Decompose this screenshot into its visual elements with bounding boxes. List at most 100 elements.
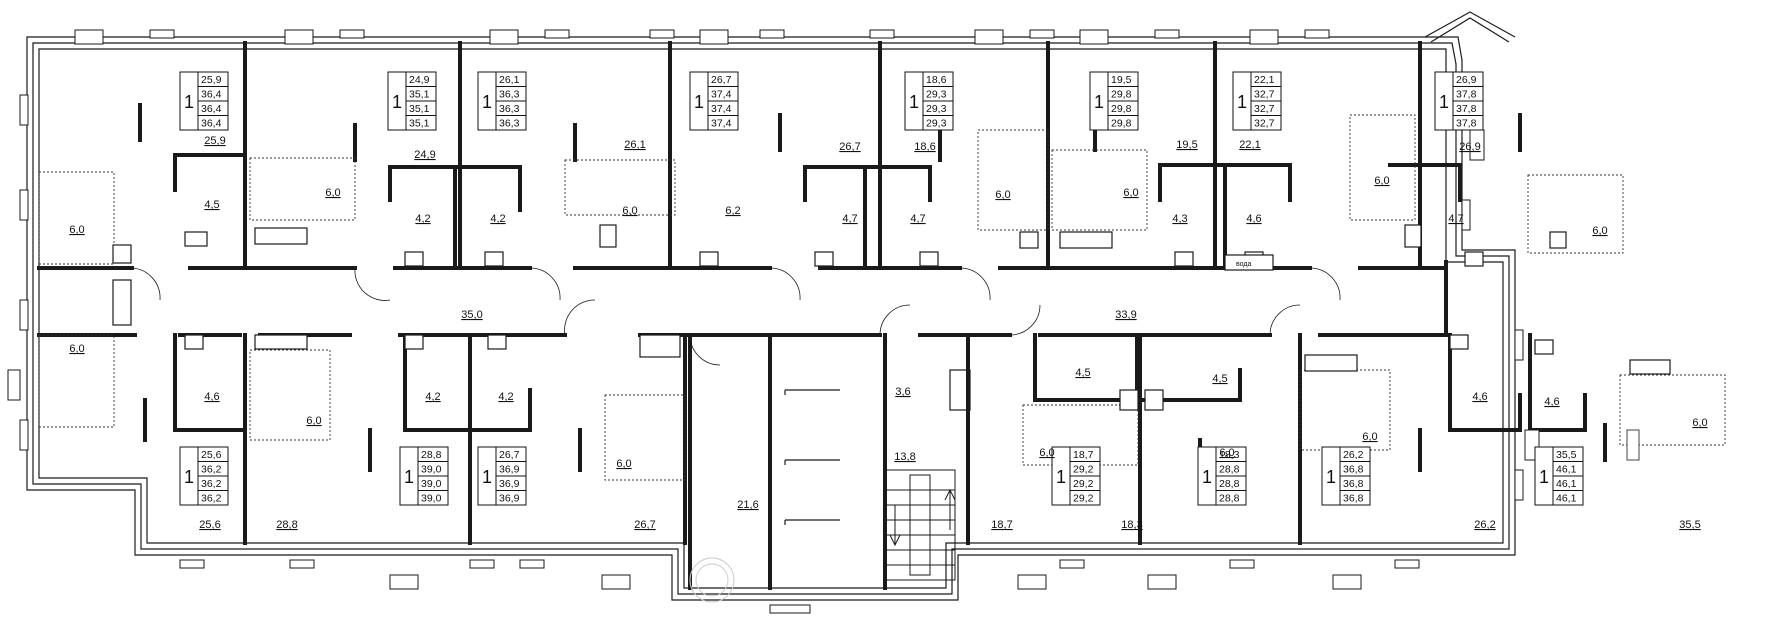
bathroom-area: 4,3: [1172, 213, 1187, 225]
area-value: 35,1: [409, 89, 430, 101]
area-value: 37,8: [1456, 103, 1477, 115]
area-value: 29,8: [1111, 118, 1132, 130]
room-count: 1: [482, 92, 492, 112]
area-value: 28,8: [1219, 478, 1240, 490]
area-value: 28,8: [1219, 493, 1240, 505]
bathroom-area: 4,7: [1448, 213, 1463, 225]
area-value: 36,3: [499, 89, 520, 101]
kitchen-area: 6,0: [616, 458, 631, 470]
vent-grilles: [1626, 429, 1640, 461]
kitchen-area: 6,0: [1362, 431, 1377, 443]
plumbing-fixtures: [112, 224, 1671, 411]
area-value: 36,9: [499, 493, 520, 505]
bathroom-area: 4,7: [842, 213, 857, 225]
living-room-area: 25,9: [204, 135, 225, 147]
area-value: 32,7: [1254, 118, 1275, 130]
apartment-tag: 126,937,837,837,8: [1434, 71, 1484, 131]
bathroom-area: 4,2: [425, 391, 440, 403]
kitchen-area: 6,0: [622, 205, 637, 217]
water-label: вода: [1236, 261, 1251, 268]
area-value: 36,8: [1343, 478, 1364, 490]
area-value: 29,2: [1073, 493, 1094, 505]
area-value: 46,1: [1556, 464, 1577, 476]
apartment-tag: 128,839,039,039,0: [399, 446, 449, 506]
area-value: 36,2: [201, 493, 222, 505]
area-value: 39,0: [421, 493, 442, 505]
area-value: 18,3: [1219, 449, 1240, 461]
area-value: 35,5: [1556, 449, 1577, 461]
area-value: 37,4: [711, 118, 732, 130]
apartment-tag: 125,936,436,436,4: [179, 71, 229, 131]
vestibule-area: 3,6: [895, 386, 910, 398]
area-value: 32,7: [1254, 89, 1275, 101]
area-value: 25,6: [201, 449, 222, 461]
area-value: 36,8: [1343, 464, 1364, 476]
area-value: 37,4: [711, 103, 732, 115]
bathroom-area: 4,2: [490, 213, 505, 225]
area-value: 37,8: [1456, 118, 1477, 130]
area-value: 36,4: [201, 89, 222, 101]
living-room-area: 18,7: [991, 519, 1012, 531]
area-value: 36,2: [201, 478, 222, 490]
apartment-tags-top: 125,936,436,436,4124,935,135,135,1126,13…: [179, 71, 1484, 131]
apartment-tag: 119,529,829,829,8: [1089, 71, 1139, 131]
windows-top: [74, 29, 1330, 45]
area-value: 19,5: [1111, 74, 1132, 86]
water-box: [1224, 254, 1274, 271]
bathroom-area: 4,2: [498, 391, 513, 403]
bathroom-area: 4,5: [1212, 373, 1227, 385]
room-count: 1: [1439, 92, 1449, 112]
kitchen-area: 6,0: [1123, 187, 1138, 199]
room-count: 1: [184, 467, 194, 487]
living-room-area: 18,3: [1121, 519, 1142, 531]
area-value: 22,1: [1254, 74, 1275, 86]
room-count: 1: [1539, 467, 1549, 487]
apartment-tag: 118,729,229,229,2: [1051, 446, 1101, 506]
kitchen-area: 6,0: [69, 343, 84, 355]
bathroom-blocks-bottom: [173, 333, 1587, 432]
area-value: 28,8: [1219, 464, 1240, 476]
area-value: 29,3: [926, 103, 947, 115]
living-room-area: 26,7: [634, 519, 655, 531]
bathroom-area: 4,6: [204, 391, 219, 403]
windows-sides: [7, 74, 1540, 501]
area-value: 36,4: [201, 118, 222, 130]
living-room-area: 19,5: [1176, 139, 1197, 151]
apartment-tag: 126,236,836,836,8: [1321, 446, 1371, 506]
area-value: 26,9: [1456, 74, 1477, 86]
area-value: 24,9: [409, 74, 430, 86]
corridor-walls: [37, 260, 1448, 337]
bathroom-area: 4,6: [1246, 213, 1261, 225]
area-value: 29,2: [1073, 478, 1094, 490]
room-count: 1: [1094, 92, 1104, 112]
area-value: 26,7: [711, 74, 732, 86]
area-value: 29,3: [926, 89, 947, 101]
area-value: 37,4: [711, 89, 732, 101]
area-value: 36,2: [201, 464, 222, 476]
room-count: 1: [1056, 467, 1066, 487]
apartment-tag: 118,328,828,828,8: [1197, 446, 1247, 506]
bathroom-blocks-top: [173, 153, 1462, 270]
room-count: 1: [909, 92, 919, 112]
bathroom-area: 4,2: [415, 213, 430, 225]
kitchen-area: 6,0: [1374, 175, 1389, 187]
apartment-tag: 124,935,135,135,1: [387, 71, 437, 131]
living-room-area: 18,6: [914, 141, 935, 153]
kitchen-area: 6,0: [995, 189, 1010, 201]
living-room-area: 35,5: [1679, 519, 1700, 531]
stair-area: 13,8: [894, 451, 915, 463]
hall-area: 21,6: [737, 499, 758, 511]
area-value: 29,3: [926, 118, 947, 130]
apartment-tag: 1 25,6 36,2 36,2 36,2: [179, 446, 229, 506]
apartment-tag: 126,136,336,336,3: [477, 71, 527, 131]
area-value: 28,8: [421, 449, 442, 461]
living-room-area: 24,9: [414, 149, 435, 161]
apartment-tag: 126,736,936,936,9: [477, 446, 527, 506]
room-count: 1: [392, 92, 402, 112]
area-value: 18,7: [1073, 449, 1094, 461]
kitchen-area: 6,0: [69, 224, 84, 236]
room-count: 1: [184, 92, 194, 112]
windows-bottom: [179, 559, 1420, 614]
apartment-tag: 126,737,437,437,4: [689, 71, 739, 131]
